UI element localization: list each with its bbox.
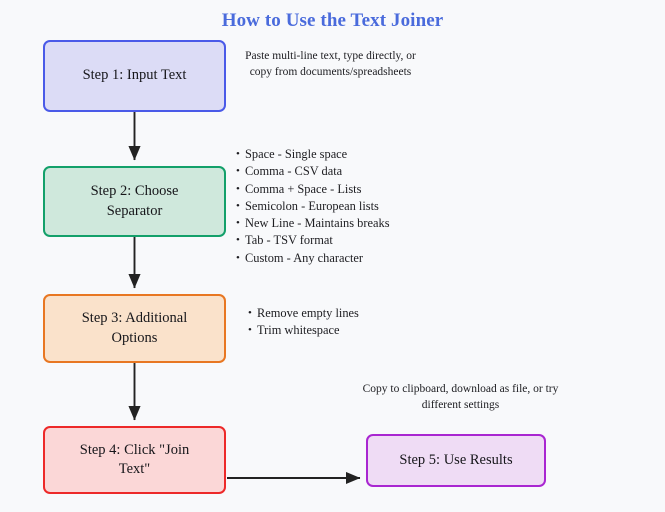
list-item: Comma - CSV data: [236, 163, 390, 180]
list-item: Space - Single space: [236, 146, 390, 163]
list-item: Trim whitespace: [248, 322, 359, 339]
list-item: Comma + Space - Lists: [236, 181, 390, 198]
flow-node-step-4[interactable]: Step 4: Click "Join Text": [43, 426, 226, 494]
list-item: Semicolon - European lists: [236, 198, 390, 215]
flow-node-step-2[interactable]: Step 2: Choose Separator: [43, 166, 226, 237]
page-title: How to Use the Text Joiner: [221, 10, 444, 31]
flow-node-step-2-label: Step 2: Choose Separator: [90, 183, 179, 219]
list-item: New Line - Maintains breaks: [236, 215, 390, 232]
separator-options-list: Space - Single spaceComma - CSV dataComm…: [236, 146, 390, 267]
flow-node-step-1-label: Step 1: Input Text: [82, 67, 187, 84]
annotation-input-text: Paste multi-line text, type directly, or…: [245, 50, 416, 79]
flow-node-step-3-label: Step 3: Additional Options: [81, 310, 188, 346]
flow-node-step-1[interactable]: Step 1: Input Text: [43, 40, 226, 112]
flow-node-step-4-label: Step 4: Click "Join Text": [79, 441, 190, 477]
annotation-use-results: Copy to clipboard, download as file, or …: [362, 383, 559, 412]
list-item: Tab - TSV format: [236, 232, 390, 249]
list-item: Custom - Any character: [236, 250, 390, 267]
flow-node-step-5-label: Step 5: Use Results: [399, 451, 513, 468]
additional-options-list: Remove empty linesTrim whitespace: [248, 305, 359, 340]
list-item: Remove empty lines: [248, 305, 359, 322]
flow-node-step-5[interactable]: Step 5: Use Results: [366, 434, 546, 487]
flow-node-step-3[interactable]: Step 3: Additional Options: [43, 294, 226, 363]
